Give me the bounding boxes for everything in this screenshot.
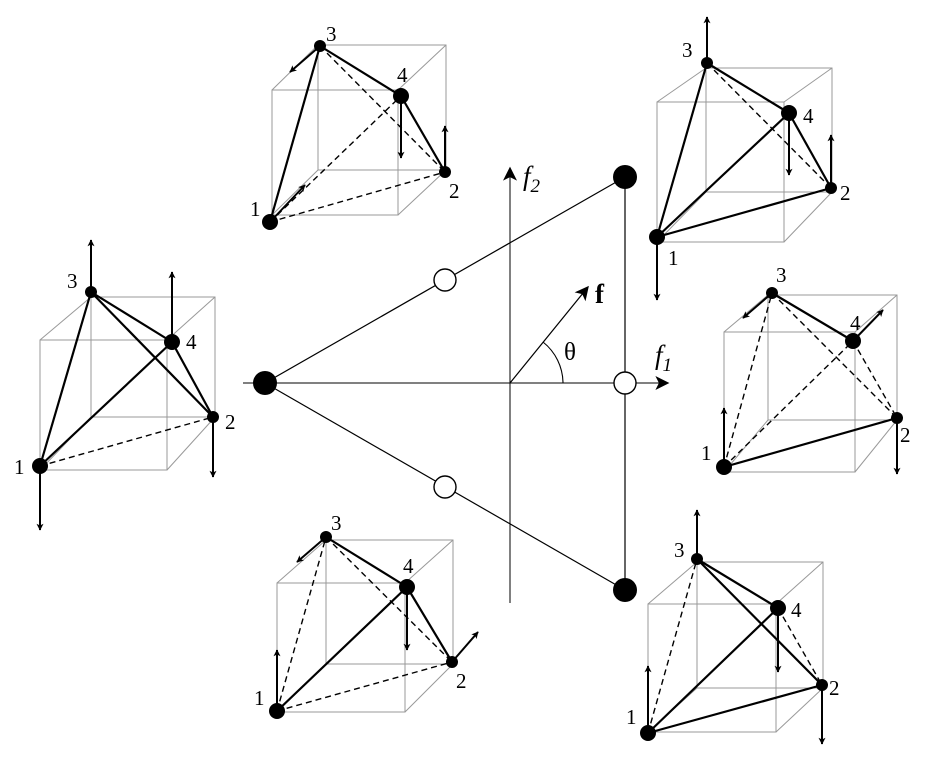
cube-node-2 bbox=[446, 656, 458, 668]
cube-forces bbox=[36, 239, 217, 531]
node-label-2: 2 bbox=[456, 669, 467, 693]
node-label-4: 4 bbox=[403, 554, 414, 578]
cube-node-1 bbox=[262, 214, 278, 230]
node-label-4: 4 bbox=[186, 330, 197, 354]
angle-label: θ bbox=[564, 339, 576, 366]
cube-node-1 bbox=[649, 229, 665, 245]
f2-axis-label: f2 bbox=[523, 161, 541, 197]
cube-struts bbox=[655, 62, 832, 239]
cube-forces bbox=[653, 16, 835, 301]
cube-node-3 bbox=[766, 287, 778, 299]
cube-forces bbox=[273, 536, 479, 711]
node-label-2: 2 bbox=[900, 423, 911, 447]
cube-struts bbox=[647, 558, 823, 735]
node-label-2: 2 bbox=[449, 179, 460, 203]
cube-node-3 bbox=[320, 531, 332, 543]
node-label-4: 4 bbox=[397, 63, 408, 87]
cube-struts bbox=[276, 536, 453, 712]
node-label-4: 4 bbox=[850, 311, 861, 335]
cube-config-right: 1 2 3 4 bbox=[701, 263, 911, 475]
cube-node-4 bbox=[770, 600, 786, 616]
node-label-1: 1 bbox=[668, 246, 679, 270]
triangle-vertex-bottom bbox=[613, 578, 637, 602]
cube-node-2 bbox=[825, 182, 837, 194]
cube-node-4 bbox=[781, 105, 797, 121]
triangle-midpoint-upper bbox=[433, 268, 457, 292]
node-label-2: 2 bbox=[225, 410, 236, 434]
node-label-3: 3 bbox=[682, 38, 693, 62]
node-label-4: 4 bbox=[791, 598, 802, 622]
cube-forces bbox=[269, 45, 449, 223]
cube-node-2 bbox=[891, 412, 903, 424]
cube-node-3 bbox=[314, 40, 326, 52]
cube-node-2 bbox=[439, 166, 451, 178]
node-label-1: 1 bbox=[254, 686, 265, 710]
cube-forces bbox=[720, 292, 901, 475]
cube-node-2 bbox=[816, 679, 828, 691]
node-label-2: 2 bbox=[840, 181, 851, 205]
cube-node-4 bbox=[393, 88, 409, 104]
angle-arc bbox=[542, 341, 564, 384]
cube-forces bbox=[644, 509, 826, 745]
node-label-1: 1 bbox=[701, 441, 712, 465]
node-label-3: 3 bbox=[776, 263, 787, 287]
cube-struts bbox=[268, 45, 446, 223]
node-label-1: 1 bbox=[14, 455, 25, 479]
cube-config-bottom: 1 2 3 4 bbox=[254, 511, 479, 719]
triangle-midpoint-lower bbox=[433, 475, 457, 499]
cube-node-1 bbox=[32, 458, 48, 474]
cube-struts bbox=[38, 291, 214, 467]
cube-node-3 bbox=[701, 57, 713, 69]
cube-config-top-right: 1 2 3 4 bbox=[649, 16, 851, 301]
cube-node-4 bbox=[399, 579, 415, 595]
cube-config-top: 1 2 3 4 bbox=[250, 22, 460, 230]
cube-config-bottom-right: 1 2 3 4 bbox=[626, 509, 840, 745]
node-label-3: 3 bbox=[67, 269, 78, 293]
cube-node-1 bbox=[716, 459, 732, 475]
cube-node-4 bbox=[164, 334, 180, 350]
triangle-vertex-left bbox=[253, 371, 277, 395]
cube-node-3 bbox=[85, 286, 97, 298]
cube-config-left: 1 2 3 4 bbox=[14, 239, 236, 531]
cube-node-1 bbox=[640, 725, 656, 741]
node-label-3: 3 bbox=[331, 511, 342, 535]
f1-axis-label: f1 bbox=[655, 340, 672, 376]
triangle-vertex-top bbox=[613, 165, 637, 189]
node-label-3: 3 bbox=[674, 538, 685, 562]
node-label-3: 3 bbox=[326, 22, 337, 46]
cube-node-2 bbox=[207, 411, 219, 423]
cube-node-1 bbox=[269, 703, 285, 719]
central-force-diagram: f2 f1 f θ bbox=[243, 161, 672, 603]
force-vector-arrow bbox=[509, 285, 589, 384]
node-label-2: 2 bbox=[829, 676, 840, 700]
cube-node-4 bbox=[845, 333, 861, 349]
cube-struts bbox=[723, 292, 898, 469]
force-vector-label: f bbox=[595, 279, 605, 309]
node-label-1: 1 bbox=[250, 197, 261, 221]
node-label-4: 4 bbox=[803, 104, 814, 128]
cube-node-3 bbox=[691, 553, 703, 565]
node-label-1: 1 bbox=[626, 705, 637, 729]
triangle-midpoint-right bbox=[613, 371, 637, 395]
